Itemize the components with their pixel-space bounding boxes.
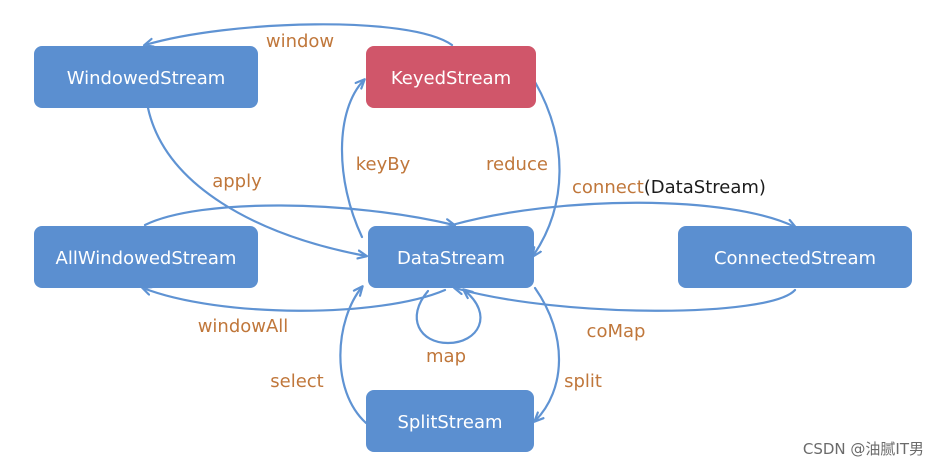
edge-apply-allwindowed [143,204,454,225]
edge-window [145,23,454,45]
edge-windowall [143,288,447,312]
watermark: CSDN @油腻IT男 [802,440,924,458]
label-select: select [270,371,323,392]
edge-reduce [533,80,561,256]
label-keyby: keyBy [356,154,411,175]
node-keyed-stream-box [366,46,536,108]
label-connect-argument: (DataStream) [644,177,766,198]
edge-apply-windowed [146,106,366,256]
node-data-stream-label: DataStream [397,248,505,269]
node-all-windowed-stream-label: AllWindowedStream [56,248,237,269]
edges [143,23,797,425]
node-split-stream: SplitStream [366,390,534,452]
node-windowed-stream: WindowedStream [34,46,258,108]
edge-keyby [340,80,364,239]
node-data-stream: DataStream [368,226,534,288]
edge-select [339,287,368,425]
label-apply: apply [212,171,262,192]
edge-labels: window keyBy reduce apply connect(DataSt… [198,31,766,392]
label-split: split [564,371,602,392]
label-connect-keyword: connect [572,177,644,198]
label-reduce: reduce [486,154,548,175]
label-window: window [266,31,334,52]
node-connected-stream: ConnectedStream [678,226,912,288]
label-connect: connect(DataStream) [572,177,766,198]
edge-map [415,290,482,345]
node-windowed-stream-box [34,46,258,108]
edge-comap [455,288,797,312]
label-map: map [426,346,466,367]
node-connected-stream-box [678,226,912,288]
node-keyed-stream: KeyedStream [366,46,536,108]
node-all-windowed-stream-box [34,226,258,288]
node-connected-stream-label: ConnectedStream [714,248,876,269]
label-comap: coMap [587,321,646,342]
label-windowall: windowAll [198,316,289,337]
edge-connect [450,201,795,227]
node-all-windowed-stream: AllWindowedStream [34,226,258,288]
node-keyed-stream-label: KeyedStream [391,68,511,89]
edge-split [535,286,561,421]
node-data-stream-box [368,226,534,288]
node-split-stream-box [366,390,534,452]
node-split-stream-label: SplitStream [397,412,502,433]
node-windowed-stream-label: WindowedStream [67,68,226,89]
